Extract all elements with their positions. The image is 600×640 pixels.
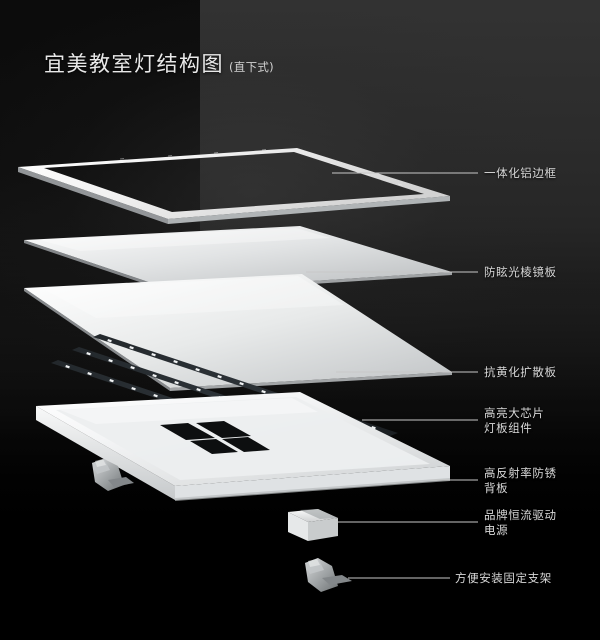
component-back-plate <box>36 392 450 501</box>
callout-mounting-bracket: 方便安装固定支架 <box>455 571 552 586</box>
callout-back-plate: 高反射率防锈 背板 <box>484 466 557 496</box>
callout-driver: 品牌恒流驱动 电源 <box>484 508 557 538</box>
callout-label-line: 防眩光棱镜板 <box>484 265 557 279</box>
component-diffuser-plate <box>24 274 452 391</box>
callout-label-line: 抗黄化扩散板 <box>484 365 557 379</box>
callout-label-line: 背板 <box>484 481 509 495</box>
callout-label-line: 高反射率防锈 <box>484 466 557 480</box>
callout-label-line: 一体化铝边框 <box>484 166 557 180</box>
leader-lines <box>306 172 478 579</box>
callout-label-line: 灯板组件 <box>484 421 533 435</box>
callout-label-line: 高亮大芯片 <box>484 406 545 420</box>
component-aluminium-frame <box>18 148 450 224</box>
callout-aluminium-frame: 一体化铝边框 <box>484 166 557 181</box>
component-mounting-bracket <box>305 558 352 592</box>
callout-label-line: 品牌恒流驱动 <box>484 508 557 522</box>
component-driver-power-supply <box>288 509 338 541</box>
callout-led-board: 高亮大芯片 灯板组件 <box>484 406 545 436</box>
callout-diffuser-plate: 抗黄化扩散板 <box>484 365 557 380</box>
component-mounting-bracket <box>92 459 134 491</box>
page-title-main: 宜美教室灯结构图 <box>44 52 224 76</box>
callout-label-line: 方便安装固定支架 <box>455 571 552 585</box>
page-title-suffix: (直下式) <box>229 60 274 74</box>
vent-slots <box>160 421 270 454</box>
page-title: 宜美教室灯结构图 (直下式) <box>44 48 274 78</box>
callout-label-line: 电源 <box>484 523 509 537</box>
callout-prism-panel: 防眩光棱镜板 <box>484 265 557 280</box>
